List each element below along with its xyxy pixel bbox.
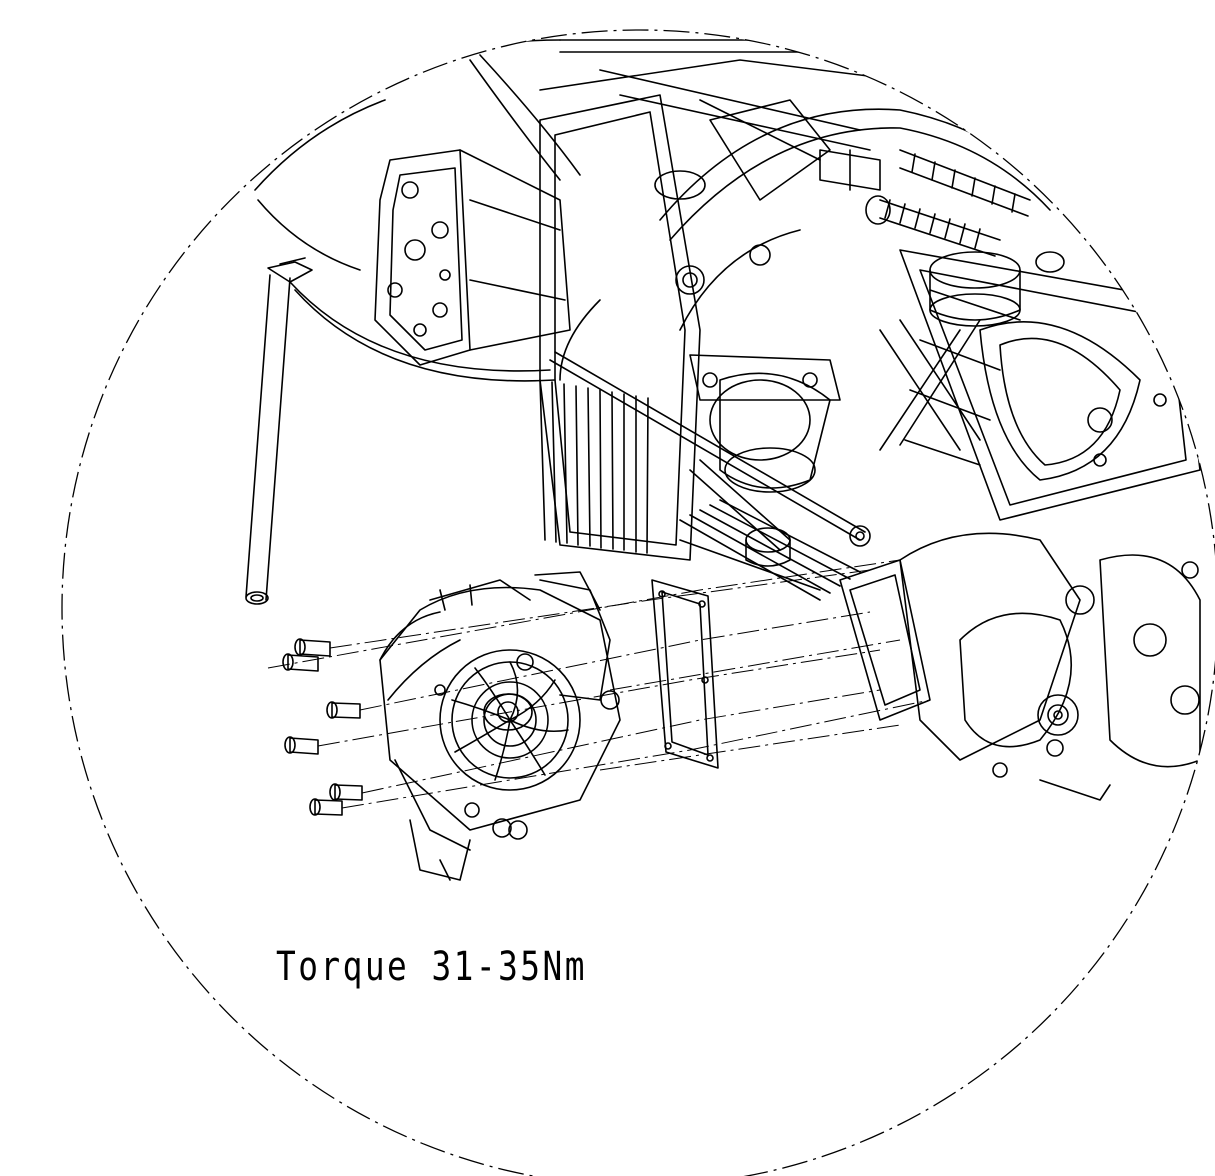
bolt-5 bbox=[329, 783, 363, 801]
upper-frame bbox=[249, 39, 981, 271]
rear-housing bbox=[839, 532, 1201, 801]
oil-filler-cap bbox=[929, 251, 1065, 327]
assembly-lines bbox=[267, 559, 931, 809]
engine-mount-bracket bbox=[374, 149, 571, 366]
hydraulic-pump bbox=[379, 571, 621, 881]
breather-hose bbox=[819, 149, 1031, 257]
bolt-4 bbox=[284, 736, 319, 755]
bolt-3 bbox=[326, 701, 361, 719]
gasket bbox=[651, 579, 719, 769]
hose-tube bbox=[245, 257, 556, 605]
dipstick-rod bbox=[549, 299, 871, 547]
engine-block bbox=[539, 94, 1061, 601]
bolt-2 bbox=[282, 653, 319, 672]
detail-boundary-circle bbox=[61, 29, 1215, 1176]
flange-bolts bbox=[282, 638, 363, 816]
starter-motor bbox=[689, 354, 841, 567]
bolt-6 bbox=[309, 798, 343, 816]
cylinder-head bbox=[879, 249, 1201, 521]
torque-annotation: Torque 31-35Nm bbox=[276, 944, 587, 990]
bolt-1 bbox=[294, 638, 331, 657]
